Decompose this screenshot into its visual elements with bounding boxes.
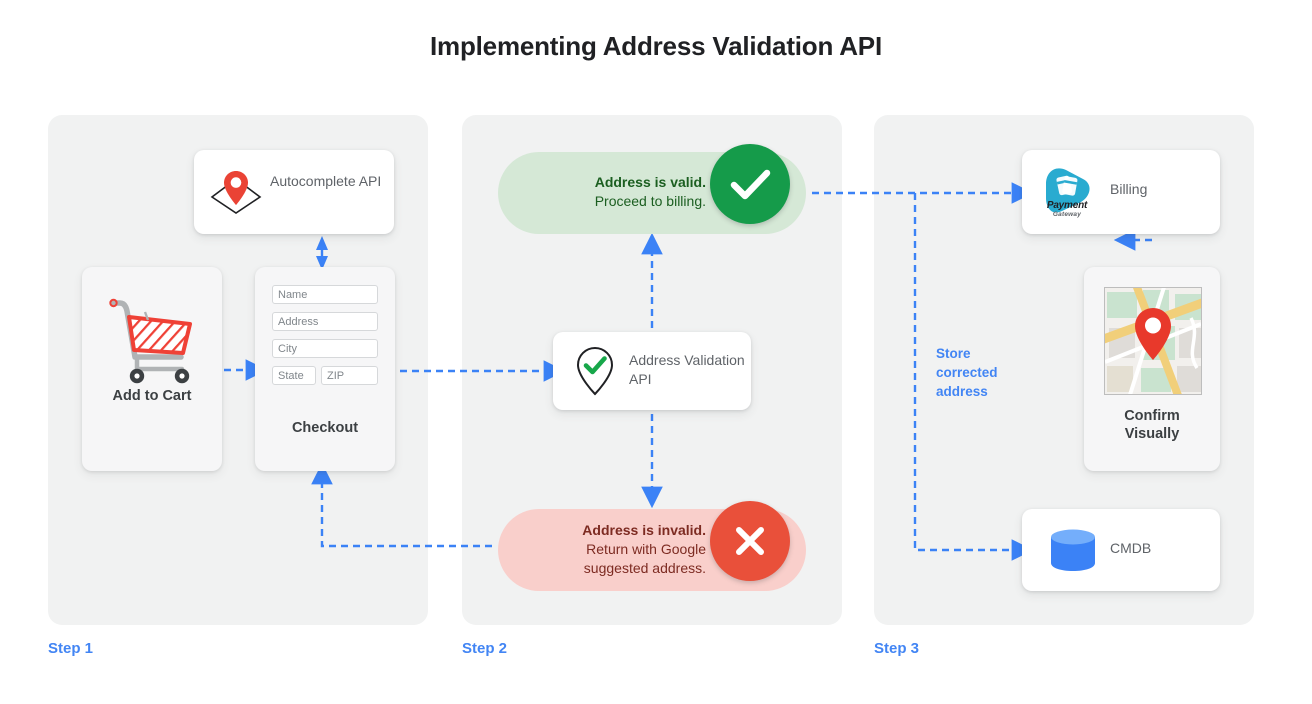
address-valid-pill: Address is valid. Proceed to billing. [498, 144, 806, 234]
zip-field[interactable]: ZIP [321, 366, 378, 385]
confirm-visually-card[interactable]: Confirm Visually [1084, 267, 1220, 471]
address-field[interactable]: Address [272, 312, 378, 331]
map-thumbnail-with-pin [1104, 287, 1202, 395]
step-3-label: Step 3 [874, 640, 920, 657]
address-validation-api-label: Address Validation API [629, 352, 745, 387]
page-title: Implementing Address Validation API [430, 31, 882, 61]
city-field[interactable]: City [272, 339, 378, 358]
state-field[interactable]: State [272, 366, 316, 385]
confirm-label-line1: Confirm [1124, 408, 1180, 424]
payment-gateway-subtitle: Gateway [1052, 211, 1082, 218]
billing-label: Billing [1110, 181, 1148, 197]
payment-gateway-name: Payment [1046, 200, 1088, 211]
address-invalid-pill: Address is invalid. Return with Google s… [498, 501, 806, 591]
address-invalid-text: Address is invalid. Return with Google s… [516, 521, 706, 578]
address-invalid-detail-line1: Return with Google [586, 541, 706, 557]
invalid-status-badge [710, 501, 790, 581]
checkout-label: Checkout [291, 420, 359, 436]
cmdb-card[interactable]: CMDB [1022, 509, 1220, 591]
confirm-label-line2: Visually [1124, 426, 1180, 442]
confirm-visually-label: Confirm Visually [1084, 407, 1220, 443]
address-validation-api-card[interactable]: Address Validation API [553, 332, 751, 410]
name-field[interactable]: Name [272, 285, 378, 304]
step-2-label: Step 2 [462, 640, 508, 657]
address-invalid-headline: Address is invalid. [582, 522, 706, 538]
check-icon [730, 169, 771, 200]
address-valid-headline: Address is valid. [594, 174, 706, 190]
payment-gateway-logo [1046, 168, 1090, 213]
billing-card[interactable]: Payment Gateway Billing [1022, 150, 1220, 234]
cmdb-label: CMDB [1110, 540, 1152, 556]
autocomplete-api-label: Autocomplete API [270, 173, 382, 189]
autocomplete-api-card[interactable]: Autocomplete API [194, 150, 394, 234]
add-to-cart-card[interactable]: Add to Cart [82, 267, 222, 471]
shopping-cart-icon [109, 298, 192, 384]
store-corrected-address-note: Store corrected address [936, 346, 998, 399]
address-invalid-detail-line2: suggested address. [583, 560, 706, 576]
valid-status-badge [710, 144, 790, 224]
address-valid-detail: Proceed to billing. [594, 193, 706, 209]
add-to-cart-label: Add to Cart [112, 388, 192, 404]
close-icon [736, 527, 764, 555]
database-icon [1051, 529, 1095, 571]
map-pin-diamond-icon [210, 171, 262, 214]
pin-check-icon [576, 346, 614, 396]
step-1-label: Step 1 [48, 640, 94, 657]
address-valid-text: Address is valid. Proceed to billing. [524, 173, 706, 211]
checkout-card[interactable]: Name Address City State ZIP Checkout [255, 267, 395, 471]
